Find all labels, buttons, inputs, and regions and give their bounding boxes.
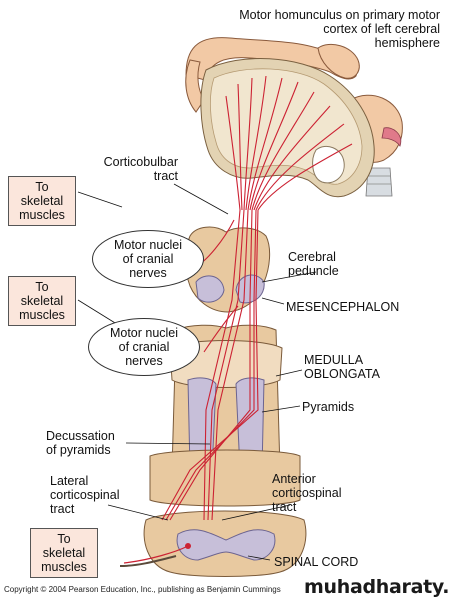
- skeletal-muscles-box-top: To skeletal muscles: [8, 176, 76, 226]
- cerebral-peduncle-left: [195, 275, 225, 303]
- throat-rings: [365, 167, 393, 197]
- motor-nuclei-oval-upper: Motor nuclei of cranial nerves: [92, 230, 204, 288]
- corticobulbar-label: Corticobulbar tract: [103, 155, 178, 183]
- brainstem-fibers: [161, 209, 259, 521]
- corticospinal-fibers: [225, 75, 353, 211]
- spinal-gray-matter: [176, 529, 276, 561]
- cerebral-peduncle-label: Cerebral peduncle: [288, 250, 339, 278]
- homunculus-hand: [317, 44, 360, 79]
- skeletal-muscles-box-bottom: To skeletal muscles: [30, 528, 98, 578]
- motor-nuclei-oval-lower: Motor nuclei of cranial nerves: [88, 318, 200, 376]
- anterior-tract-label: Anterior corticospinal tract: [272, 472, 342, 514]
- pyramids-label: Pyramids: [302, 400, 355, 414]
- spinal-cord-label: SPINAL CORD: [274, 555, 359, 569]
- lateral-tract-label: Lateral corticospinal tract: [50, 474, 120, 516]
- mesencephalon-label: MESENCEPHALON: [286, 300, 400, 314]
- copyright-text: Copyright © 2004 Pearson Education, Inc.…: [4, 585, 281, 594]
- medulla-label: MEDULLA OBLONGATA: [304, 353, 380, 381]
- title-text: Motor homunculus on primary motor cortex…: [239, 8, 440, 50]
- skeletal-muscles-box-middle: To skeletal muscles: [8, 276, 76, 326]
- spinal-cord-upper: [149, 449, 301, 507]
- spinal-nerve: [119, 555, 177, 567]
- decussation-label: Decussation of pyramids: [46, 429, 115, 457]
- watermark-text: muhadharaty.com: [304, 576, 449, 598]
- homunculus-tongue: [381, 127, 402, 147]
- ventricle: [312, 146, 345, 184]
- motor-axon: [123, 545, 189, 564]
